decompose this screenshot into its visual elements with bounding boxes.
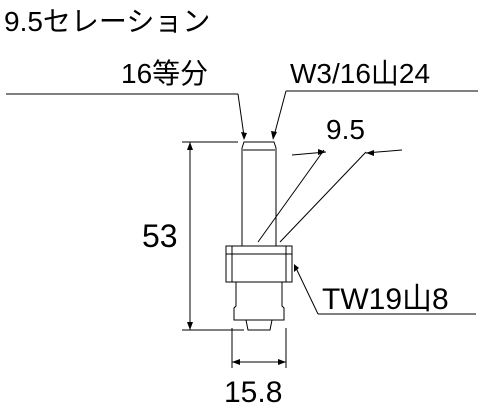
spindle-part (225, 141, 293, 331)
lower-body (233, 281, 285, 321)
tip-diameter-label: 9.5 (326, 114, 365, 145)
upper-thread-label: W3/16山24 (290, 58, 430, 89)
serration-divisions-label: 16等分 (121, 58, 208, 89)
serration-label: 9.5セレーション (4, 6, 210, 37)
thread-collar (225, 245, 293, 283)
lower-thread-label: TW19山8 (322, 283, 449, 316)
base-diameter-label: 15.8 (224, 376, 282, 409)
bottom-tip (245, 319, 273, 331)
total-length-label: 53 (142, 218, 178, 254)
upper-shaft (241, 141, 277, 247)
dimension-lines (6, 90, 478, 368)
